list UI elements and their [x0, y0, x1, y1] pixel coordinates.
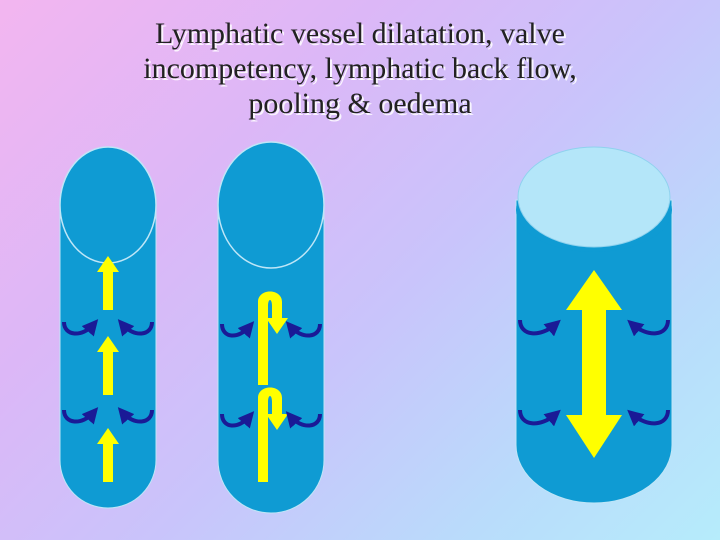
valve-upper — [62, 319, 154, 337]
up-arrow-icon — [97, 256, 119, 310]
valve-lower — [62, 407, 154, 425]
curved-arrow-icon — [220, 411, 255, 429]
vessel-dilated — [515, 146, 673, 504]
up-arrow-icon — [97, 336, 119, 395]
curved-arrow-icon — [62, 407, 99, 425]
vessel-backflow-top — [217, 141, 325, 269]
vessel-normal-top — [59, 146, 157, 264]
vessel-backflow — [217, 141, 325, 514]
curved-arrow-icon — [62, 319, 99, 337]
curved-arrow-icon — [117, 319, 154, 337]
curved-arrow-icon — [518, 409, 561, 427]
slide-title: Lymphatic vessel dilatation, valve incom… — [40, 16, 680, 121]
valve-lower — [518, 409, 670, 427]
double-headed-arrow-icon — [566, 270, 622, 458]
curved-arrow-icon — [285, 321, 322, 339]
hook-arrow-icon — [258, 291, 288, 385]
curved-arrow-icon — [627, 319, 670, 337]
curved-arrow-icon — [285, 411, 322, 429]
curved-arrow-icon — [220, 321, 255, 339]
valve-upper — [220, 321, 322, 339]
valve-lower — [220, 411, 322, 429]
vessel-normal — [59, 146, 157, 509]
curved-arrow-icon — [117, 407, 154, 425]
title-line-3: pooling & oedema — [248, 87, 472, 120]
hook-arrow-icon — [258, 387, 288, 482]
vessel-backflow-body — [217, 204, 325, 514]
curved-arrow-icon — [518, 319, 561, 337]
up-arrow-icon — [97, 428, 119, 482]
title-line-2: incompetency, lymphatic back flow, — [143, 52, 577, 85]
valve-upper — [518, 319, 670, 337]
title-line-1: Lymphatic vessel dilatation, valve — [155, 17, 565, 50]
curved-arrow-icon — [627, 409, 670, 427]
pooled-fluid-surface — [517, 146, 671, 248]
